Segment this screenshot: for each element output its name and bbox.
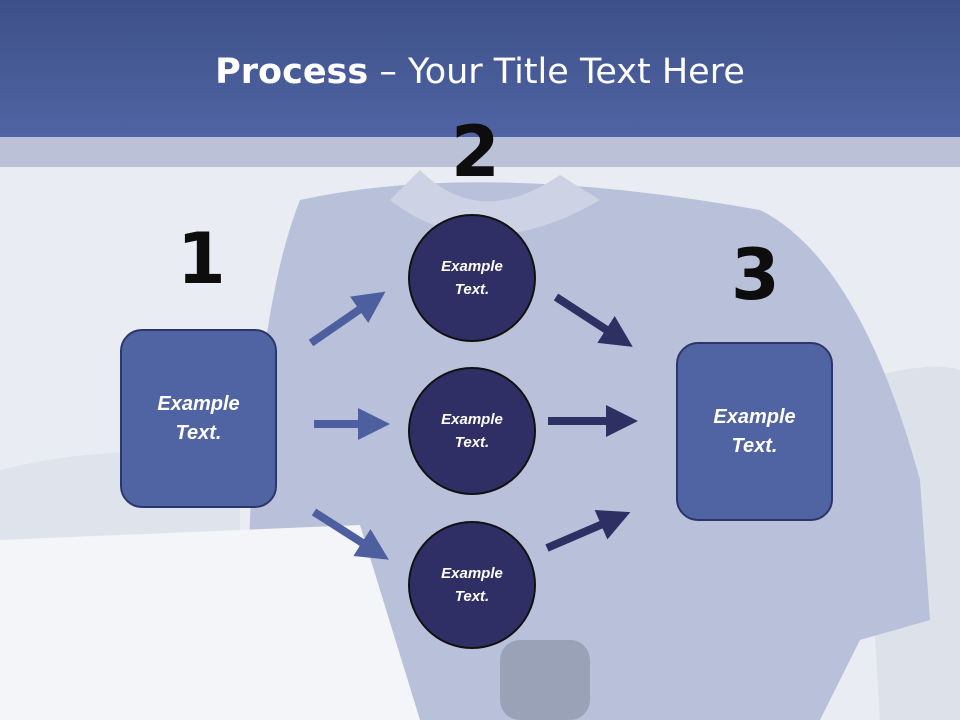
arrow-left-to-top — [308, 291, 386, 347]
circle-bottom-line2: Text. — [454, 588, 490, 605]
left-box-line1: Example — [157, 392, 240, 415]
circle-bottom-line1: Example — [441, 565, 503, 582]
right-box-line2: Text. — [731, 434, 778, 457]
circle-middle-line2: Text. — [454, 434, 490, 451]
header-bar — [0, 0, 960, 137]
title-bold: Process — [215, 52, 369, 92]
circle-middle-line1: Example — [441, 411, 503, 428]
step-number-3: 3 — [731, 234, 780, 316]
step-number-1: 1 — [177, 218, 226, 300]
arrow-left-to-bottom — [311, 508, 389, 560]
circle-top-line1: Example — [441, 258, 503, 275]
arrow-bottom-to-right — [545, 510, 631, 552]
circle-top-line2: Text. — [454, 281, 490, 298]
step-number-2: 2 — [451, 111, 500, 193]
page-title: Process – Your Title Text Here — [0, 52, 960, 92]
left-box-line2: Text. — [175, 421, 222, 444]
arrow-top-to-right — [553, 293, 633, 347]
right-box-line1: Example — [713, 405, 796, 428]
header-strip — [0, 137, 960, 167]
title-rest: – Your Title Text Here — [368, 52, 745, 92]
